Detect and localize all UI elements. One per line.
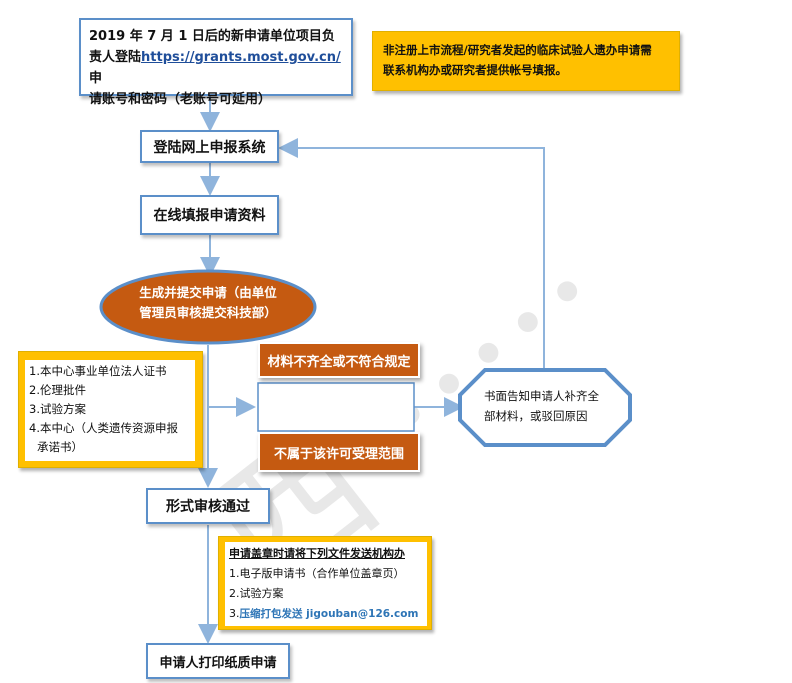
new-unit-login-info-box: 2019 年 7 月 1 日后的新申请单位项目负 责人登陆https://gra… [79, 18, 353, 107]
step-fill-application: 在线填报申请资料 [140, 195, 279, 235]
stamp-panel-title: 申请盖章时请将下列文件发送机构办 [229, 547, 405, 560]
step-login-label: 登陆网上申报系统 [153, 139, 266, 156]
step-formal-review-passed: 形式审核通过 [146, 488, 270, 524]
materials-item: 2.伦理批件 [29, 383, 86, 397]
top-box-line3: 请账号和密码（老账号可延用） [89, 92, 272, 107]
materials-item: 1.本中心事业单位法人证书 [29, 364, 167, 378]
materials-item: 4.本中心（人类遗传资源申报 [29, 421, 178, 435]
step-submit-application: 生成并提交申请（由单位 管理员审核提交科技部） [110, 283, 306, 331]
step-fill-label: 在线填报申请资料 [153, 208, 266, 224]
stamp-item: 2.试验方案 [229, 587, 284, 600]
notice-line2: 部材料，或驳回原因 [484, 409, 588, 423]
top-box-line2-pre: 责人登陆 [89, 50, 142, 65]
submit-line1: 生成并提交申请（由单位 [139, 285, 277, 300]
step-print-paper-application: 申请人打印纸质申请 [146, 643, 290, 679]
issue-incomplete-label: 材料不齐全或不符合规定 [267, 354, 411, 370]
account-note-box: 非注册上市流程/研究者发起的临床试验人遗办申请需 联系机构办或研究者提供帐号填报… [372, 31, 680, 91]
stamp-item-prefix: 3. [229, 607, 240, 620]
issue-incomplete-box: 材料不齐全或不符合规定 [258, 342, 420, 378]
note-line2: 联系机构办或研究者提供帐号填报。 [383, 63, 567, 77]
materials-item: 承诺书） [37, 440, 83, 454]
top-box-line2-post: 申 [89, 71, 103, 86]
step-pass-label: 形式审核通过 [166, 499, 250, 515]
issue-out-of-scope-box: 不属于该许可受理范围 [258, 432, 420, 472]
step-login-system: 登陆网上申报系统 [140, 130, 279, 163]
grants-link[interactable]: https://grants.most.gov.cn/ [141, 50, 341, 65]
materials-item: 3.试验方案 [29, 402, 86, 416]
stamp-item: 1.电子版申请书（合作单位盖章页） [229, 567, 405, 580]
top-box-line1: 2019 年 7 月 1 日后的新申请单位项目负 [89, 29, 335, 44]
note-line1: 非注册上市流程/研究者发起的临床试验人遗办申请需 [383, 43, 652, 57]
required-materials-list: 1.本中心事业单位法人证书 2.伦理批件 3.试验方案 4.本中心（人类遗传资源… [18, 351, 203, 468]
stamp-files-panel: 申请盖章时请将下列文件发送机构办 1.电子版申请书（合作单位盖章页） 2.试验方… [218, 536, 432, 630]
submit-line2: 管理员审核提交科技部） [139, 305, 277, 320]
rejection-notice: 书面告知申请人补齐全 部材料，或驳回原因 [472, 386, 620, 430]
issue-out-of-scope-label: 不属于该许可受理范围 [273, 446, 404, 462]
step-print-label: 申请人打印纸质申请 [159, 655, 277, 671]
notice-line1: 书面告知申请人补齐全 [484, 389, 599, 403]
email-instruction[interactable]: 压缩打包发送 jigouban@126.com [239, 608, 419, 620]
